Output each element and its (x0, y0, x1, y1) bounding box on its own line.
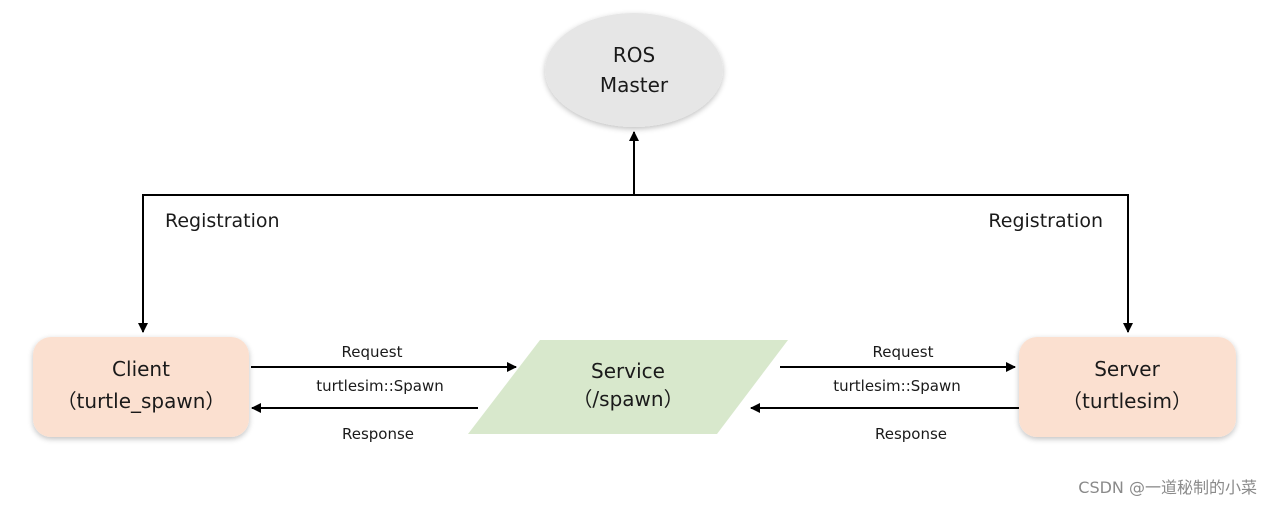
watermark-text: CSDN @一道秘制的小菜 (1078, 478, 1257, 497)
client-node: Client （turtle_spawn） (33, 337, 249, 437)
registration-label-right: Registration (988, 210, 1103, 232)
service-server-link: Request turtlesim::Spawn Response (750, 343, 1019, 443)
server-request-label: Request (873, 343, 934, 361)
registration-connector: Registration Registration (138, 131, 1133, 333)
client-shape (33, 337, 249, 437)
service-shape (468, 340, 788, 434)
server-label-line1: Server (1094, 357, 1160, 381)
client-label-line2: （turtle_spawn） (57, 389, 226, 413)
ros-master-label-line2: Master (600, 73, 669, 97)
ros-master-shape (545, 13, 723, 127)
client-label-line1: Client (112, 357, 170, 381)
registration-bus-line (142, 194, 1129, 332)
ros-master-label-line1: ROS (613, 43, 655, 67)
client-request-label: Request (342, 343, 403, 361)
server-type-label: turtlesim::Spawn (833, 377, 961, 395)
server-response-label: Response (875, 425, 947, 443)
server-shape (1019, 337, 1236, 437)
server-node: Server （turtlesim） (1019, 337, 1236, 437)
registration-label-left: Registration (165, 210, 280, 232)
service-node: Service （/spawn） (468, 340, 788, 434)
client-type-label: turtlesim::Spawn (316, 377, 444, 395)
server-label-line2: （turtlesim） (1062, 389, 1192, 413)
client-response-label: Response (342, 425, 414, 443)
service-label-line2: （/spawn） (572, 387, 683, 411)
service-label-line1: Service (591, 359, 665, 383)
ros-master-node: ROS Master (545, 13, 723, 127)
client-service-link: Request turtlesim::Spawn Response (251, 343, 517, 443)
